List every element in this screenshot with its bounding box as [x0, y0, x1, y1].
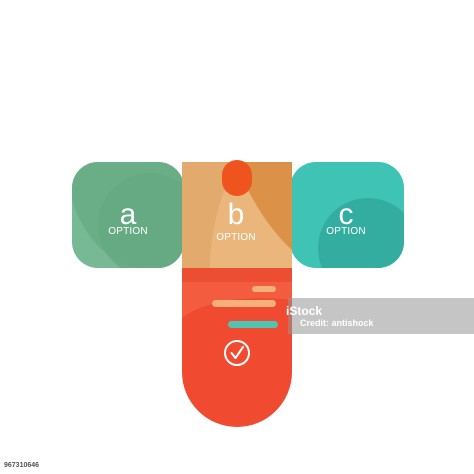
option-c-label: OPTION: [326, 226, 366, 237]
option-b-letter: b: [227, 198, 245, 231]
option-a-label: OPTION: [108, 226, 148, 237]
short-bar: [252, 286, 276, 292]
option-c-tab[interactable]: [290, 162, 418, 298]
watermark-band: [288, 298, 474, 334]
long-bar-bottom: [228, 321, 278, 328]
watermark-image-id: 967310646: [4, 462, 40, 469]
option-b-marker: [222, 160, 252, 196]
watermark-credit: Credit: antishock: [300, 318, 374, 328]
option-c-letter: c: [338, 198, 354, 231]
option-b-label: OPTION: [216, 232, 256, 243]
long-bar-top: [212, 300, 276, 307]
option-a-tab[interactable]: [72, 162, 202, 277]
watermark-brand: iStock: [286, 304, 323, 318]
checkmark-circle-icon[interactable]: [224, 340, 250, 366]
option-a-letter: a: [119, 198, 137, 231]
